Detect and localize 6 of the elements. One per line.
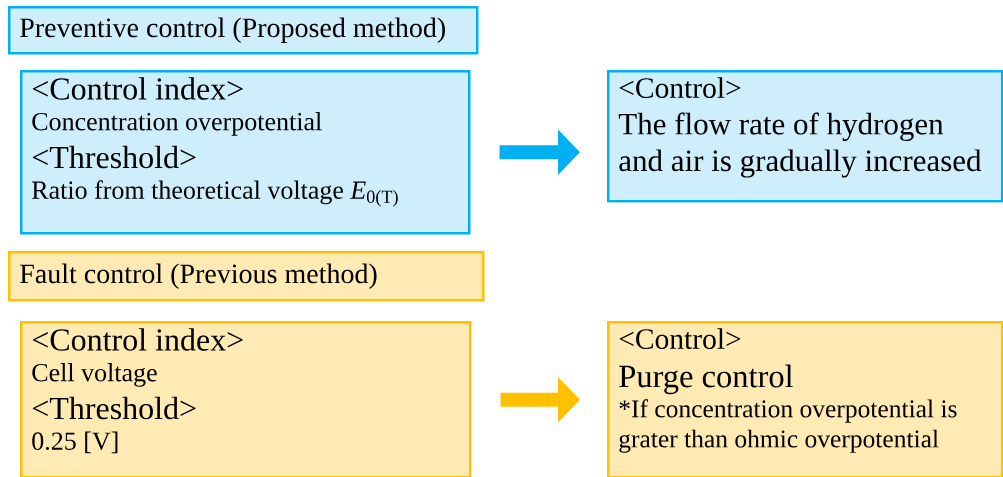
process-box: <Control> Purge control *If concentration overpotential is grater than ohmic overpotential — [607, 321, 1003, 477]
process-box: <Control> The flow rate of hydrogen and air is gradually increased — [607, 70, 1003, 203]
process-box: <Control index> Cell voltage <Threshold> 0.25 [V] — [20, 321, 472, 477]
process-box: <Control index> Concentration overpotential <Threshold> Ratio from theoretical voltage E$_{0(T)}$ — [20, 70, 471, 235]
heading-box: Fault control (Previous method) — [8, 251, 485, 302]
heading-box: Preventive control (Proposed method) — [8, 6, 479, 55]
